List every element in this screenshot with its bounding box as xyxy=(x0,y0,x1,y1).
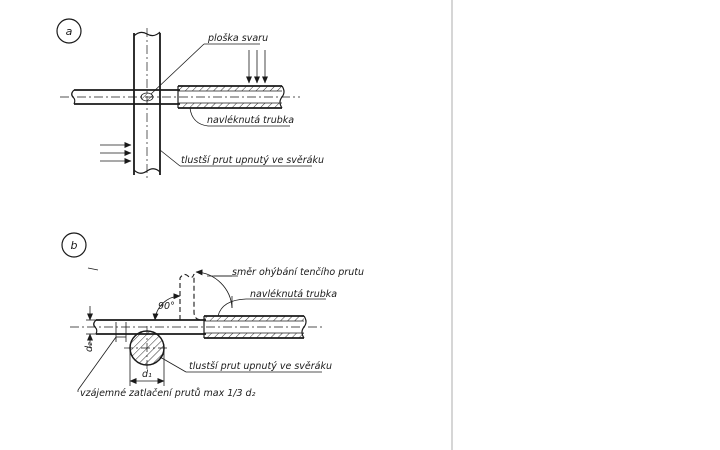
pressing-callout: vzájemné zatlačení prutů max 1/3 d₂ xyxy=(77,322,256,399)
force-arrows-top xyxy=(246,50,268,84)
weld-spot xyxy=(140,92,154,102)
figure-a-letter: a xyxy=(66,25,73,38)
bend-direction-label: směr ohýbání tenčího prutu xyxy=(232,267,364,278)
thick-rod-a-label: tlustší prut upnutý ve svěráku xyxy=(181,155,324,166)
weld-area-label: ploška svaru xyxy=(207,33,268,44)
weld-area-callout: ploška svaru xyxy=(150,33,268,95)
d2-label: d₂ xyxy=(84,342,95,352)
bend-direction-arrow: směr ohýbání tenčího prutu xyxy=(195,267,364,309)
threaded-tube-a-callout: navléknutá trubka xyxy=(189,107,294,127)
figure-a-letter-badge: a xyxy=(56,18,82,44)
angle-label: 90° xyxy=(158,301,175,312)
angle-indicator: 90° xyxy=(152,293,181,321)
figure-b-letter-badge: b xyxy=(61,232,87,258)
thick-rod-a-callout: tlustší prut upnutý ve svěráku xyxy=(159,149,324,167)
force-arrows-left xyxy=(100,142,132,164)
threaded-tube-b-callout: navléknutá trubka xyxy=(217,289,337,317)
threaded-tube-a xyxy=(177,85,285,109)
figure-b-letter: b xyxy=(71,239,78,252)
threaded-tube-a-label: navléknutá trubka xyxy=(207,115,294,126)
thick-rod-b-callout: tlustší prut upnutý ve svěráku xyxy=(159,356,332,373)
pressing-label: vzájemné zatlačení prutů max 1/3 d₂ xyxy=(80,388,256,399)
d1-label: d₁ xyxy=(142,369,152,380)
thin-rod-horizontal xyxy=(60,89,300,105)
dimension-d2: d₂ xyxy=(84,306,96,352)
figure-a: a xyxy=(56,18,324,180)
thick-rod-cross-section xyxy=(124,326,170,372)
figure-b: b 90° směr ohýbání tenčího prutu xyxy=(61,232,364,399)
thick-rod-b-label: tlustší prut upnutý ve svěráku xyxy=(189,361,332,372)
dimension-d1: d₁ xyxy=(129,350,165,386)
threaded-tube-b-label: navléknutá trubka xyxy=(250,289,337,300)
threaded-tube-b xyxy=(203,315,307,339)
